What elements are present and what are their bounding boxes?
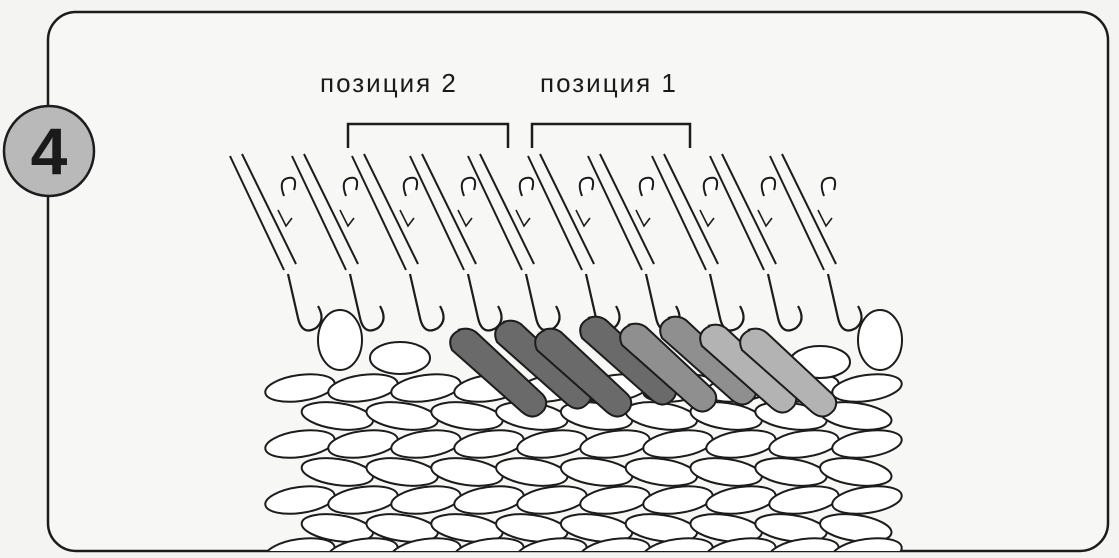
label-position-2: позиция 2 (320, 68, 458, 99)
label-position-1: позиция 1 (540, 68, 678, 99)
stitch-loop (370, 342, 430, 374)
edge-loop (858, 310, 902, 370)
step-badge (4, 106, 94, 196)
edge-loop (318, 310, 362, 370)
